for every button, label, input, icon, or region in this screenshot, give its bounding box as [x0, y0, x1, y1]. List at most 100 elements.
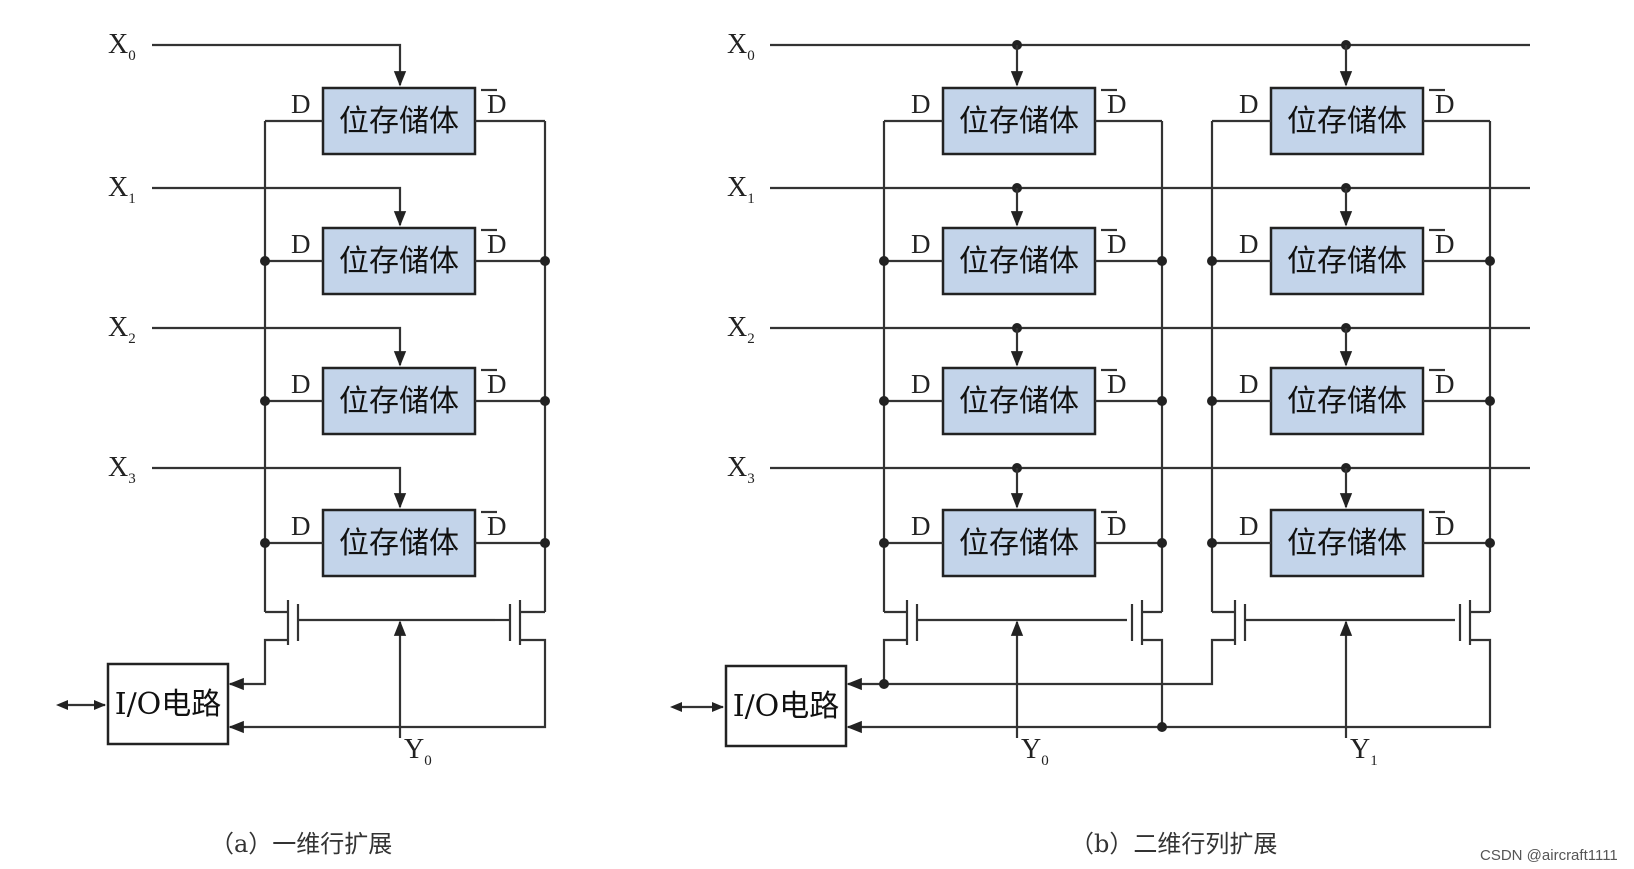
data-line-label: D [911, 229, 931, 259]
storage-cell: 位存储体 D D [1239, 226, 1455, 296]
junction-dot [1157, 256, 1167, 266]
caption-b: （b）二维行列扩展 [1070, 830, 1277, 858]
caption-a: （a）一维行扩展 [210, 830, 392, 858]
data-bar-line-label: D [1435, 229, 1455, 259]
io-circuit-box [724, 664, 848, 748]
transistor [905, 600, 919, 645]
data-line-label: D [1239, 89, 1259, 119]
data-bar-line-label: D [487, 89, 507, 119]
junction-dot [1485, 256, 1495, 266]
storage-cell-label: 位存储体 [959, 104, 1079, 139]
data-bar-line-label: D [1107, 89, 1127, 119]
junction-dot [879, 256, 889, 266]
io-data-line [228, 638, 288, 691]
junction-dot [1207, 538, 1217, 548]
junction-dot [260, 538, 270, 548]
storage-cell-box [941, 226, 1097, 296]
junction-dot [1485, 538, 1495, 548]
io-arrow-left [670, 702, 682, 712]
storage-cell-label: 位存储体 [959, 526, 1079, 561]
data-line-label: D [291, 511, 311, 541]
row-select-label-x2: X2 [727, 312, 755, 347]
storage-cell-label: 位存储体 [339, 384, 459, 419]
column-select-label-y0: Y0 [1021, 734, 1049, 769]
storage-cell: 位存储体 D D [911, 86, 1127, 156]
storage-cell: 位存储体 D D [1239, 508, 1455, 578]
junction-dot [1157, 538, 1167, 548]
data-bar-line-label: D [487, 229, 507, 259]
storage-cell-label: 位存储体 [1287, 244, 1407, 279]
storage-cell-box [1269, 226, 1425, 296]
junction-dot [260, 396, 270, 406]
data-line-label: D [911, 369, 931, 399]
column-select-label-y1: Y1 [1350, 734, 1378, 769]
watermark: CSDN @aircraft1111 [1480, 847, 1618, 864]
data-bar-line-label: D [487, 369, 507, 399]
transistor [508, 600, 522, 645]
row-select-label-x1: X1 [727, 172, 755, 207]
transistor [1458, 600, 1472, 645]
junction-dot [260, 256, 270, 266]
data-bar-line-label: D [1107, 511, 1127, 541]
storage-cell-label: 位存储体 [339, 244, 459, 279]
storage-cell: 位存储体 D D [1239, 366, 1455, 436]
storage-cell: 位存储体 D D [291, 226, 507, 296]
data-bar-line-label: D [1435, 369, 1455, 399]
io-data-bus [846, 638, 1235, 691]
storage-cell-label: 位存储体 [1287, 104, 1407, 139]
storage-cell-box [321, 508, 477, 578]
transistor [286, 600, 300, 645]
io-circuit-label: I/O电路 [733, 689, 840, 724]
io-data-bar-line [228, 638, 547, 734]
junction-dot [540, 538, 550, 548]
row-select-line [152, 326, 407, 367]
row-select-label-x0: X0 [727, 29, 755, 64]
data-line-label: D [1239, 369, 1259, 399]
junction-dot [1207, 396, 1217, 406]
transistor [1130, 600, 1144, 645]
io-data-bar-bus [846, 638, 1492, 734]
data-bar-line-label: D [487, 511, 507, 541]
transistor [1233, 600, 1247, 645]
data-line-label: D [911, 511, 931, 541]
row-select-line [152, 466, 407, 509]
storage-cell-label: 位存储体 [959, 384, 1079, 419]
junction-dot [1157, 396, 1167, 406]
junction-dot [1157, 722, 1167, 732]
io-circuit-box [106, 662, 230, 746]
junction-dot [879, 538, 889, 548]
row-select-label-x3: X3 [727, 452, 755, 487]
junction-dot [1485, 396, 1495, 406]
row-select-line [152, 186, 407, 227]
row-select-label-x2: X2 [108, 312, 136, 347]
storage-cell-box [1269, 366, 1425, 436]
junction-dot [1207, 256, 1217, 266]
data-line-label: D [1239, 511, 1259, 541]
data-bar-line-label: D [1435, 89, 1455, 119]
row-select-label-x0: X0 [108, 29, 136, 64]
io-arrow-right [712, 702, 724, 712]
row-select-label-x1: X1 [108, 172, 136, 207]
data-line-label: D [291, 229, 311, 259]
storage-cell-label: 位存储体 [1287, 384, 1407, 419]
storage-cell-box [321, 226, 477, 296]
data-line-label: D [911, 89, 931, 119]
io-data-bar-line-c0 [1142, 638, 1164, 727]
io-data-line-c0 [882, 638, 907, 684]
data-bar-line-label: D [1435, 511, 1455, 541]
storage-cell-label: 位存储体 [339, 104, 459, 139]
data-line-label: D [1239, 229, 1259, 259]
data-line-label: D [291, 369, 311, 399]
column-select-label-y0: Y0 [404, 734, 432, 769]
junction-dot [879, 679, 889, 689]
junction-dot [540, 256, 550, 266]
storage-cell-label: 位存储体 [1287, 526, 1407, 561]
io-arrow-right [94, 700, 106, 710]
junction-dot [540, 396, 550, 406]
